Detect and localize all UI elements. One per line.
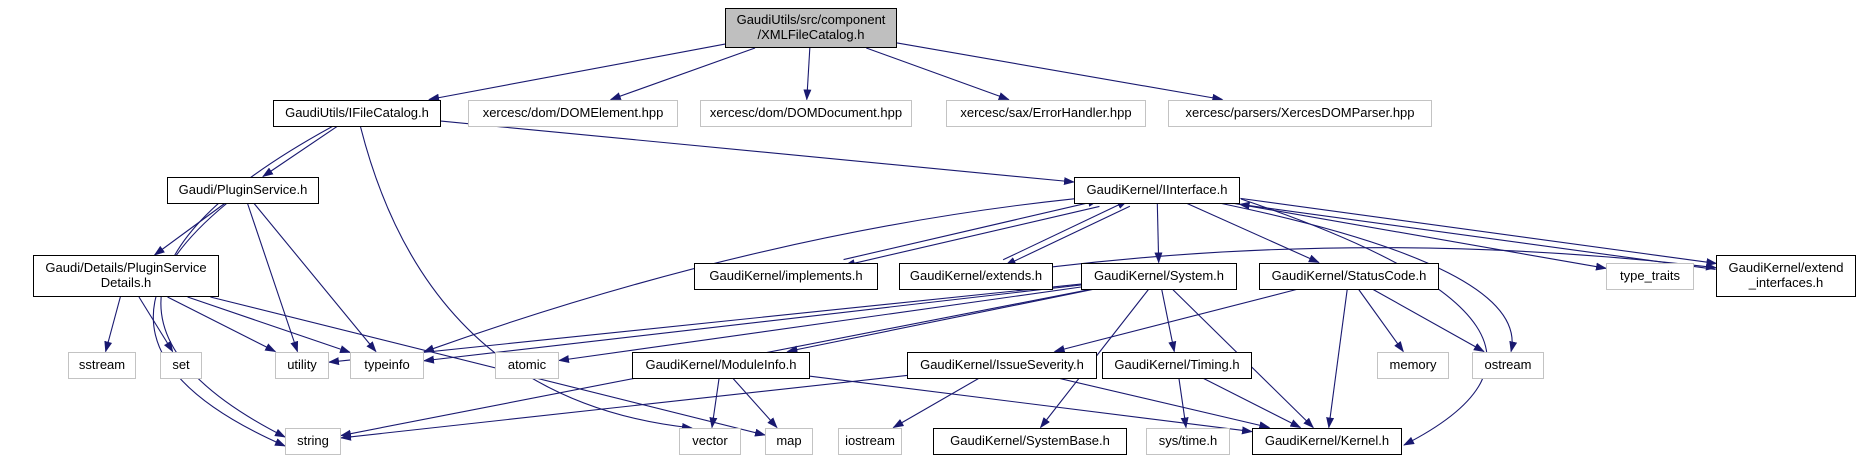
graph-node-sysb[interactable]: GaudiKernel/SystemBase.h: [933, 427, 1127, 455]
edge-issue-ios: [892, 378, 979, 428]
edge-exti-iint: [1238, 201, 1716, 270]
edge-sys-modi: [786, 288, 1093, 354]
graph-node-dome: xercesc/dom/DOMElement.hpp: [468, 99, 678, 127]
edge-iint-stat: [1186, 202, 1320, 264]
edge-stat-ost: [1372, 289, 1485, 352]
edge-issue-ker: [1059, 377, 1271, 430]
edge-ext-iint: [1002, 200, 1129, 261]
edge-iint-ttr: [1234, 202, 1607, 271]
edge-iint-tinfo: [423, 198, 1075, 353]
edge-det-sst: [104, 296, 121, 353]
edge-xml-domd: [803, 47, 812, 101]
graph-node-sst: sstream: [68, 351, 136, 379]
edge-det-map: [210, 296, 766, 437]
graph-node-ios: iostream: [838, 427, 902, 455]
edge-plug-util: [247, 203, 299, 353]
graph-node-tinfo: typeinfo: [350, 351, 424, 379]
edge-iint-ext: [1004, 205, 1131, 266]
graph-node-det[interactable]: Gaudi/Details/PluginService Details.h: [33, 255, 219, 297]
graph-node-stat[interactable]: GaudiKernel/StatusCode.h: [1259, 262, 1439, 290]
edge-iint-sys: [1154, 203, 1163, 264]
edge-ifc-vec: [359, 126, 693, 431]
edge-plug-det: [153, 203, 225, 256]
edge-sys-util: [328, 283, 1082, 366]
graph-node-ttr: type_traits: [1606, 262, 1694, 290]
graph-node-modi[interactable]: GaudiKernel/ModuleInfo.h: [632, 351, 810, 379]
edge-iint-impl: [843, 205, 1100, 268]
edge-stat-mem: [1358, 289, 1404, 353]
graph-node-util: utility: [275, 351, 329, 379]
graph-node-xml: GaudiUtils/src/component /XMLFileCatalog…: [725, 8, 897, 48]
graph-node-iint[interactable]: GaudiKernel/IInterface.h: [1074, 176, 1240, 204]
graph-node-errh: xercesc/sax/ErrorHandler.hpp: [946, 99, 1146, 127]
graph-node-map: map: [765, 427, 813, 455]
edge-iint-exti: [1240, 197, 1718, 267]
edge-modi-vec: [709, 378, 720, 429]
edge-tim-ker: [1203, 378, 1302, 428]
edge-issue-str: [340, 374, 908, 441]
graph-node-impl[interactable]: GaudiKernel/implements.h: [694, 262, 878, 290]
graph-node-vec: vector: [679, 427, 741, 455]
graph-node-xdp: xercesc/parsers/XercesDOMParser.hpp: [1168, 99, 1432, 127]
graph-node-sys[interactable]: GaudiKernel/System.h: [1081, 262, 1237, 290]
edge-iint-ker: [1240, 198, 1488, 446]
graph-node-ker[interactable]: GaudiKernel/Kernel.h: [1252, 427, 1402, 455]
edge-stat-ker: [1326, 289, 1348, 429]
edge-det-set: [138, 296, 174, 353]
graph-node-ost: ostream: [1472, 351, 1544, 379]
edge-det-util: [167, 296, 277, 352]
edge-sys-tinfo: [423, 284, 1082, 364]
graph-node-issue[interactable]: GaudiKernel/IssueSeverity.h: [907, 351, 1097, 379]
edge-impl-iint: [843, 198, 1100, 261]
edge-sys-tim: [1161, 289, 1177, 353]
edge-plug-tinfo: [253, 203, 377, 353]
edge-tim-syst: [1178, 378, 1189, 429]
graph-node-mem: memory: [1377, 351, 1449, 379]
graph-node-set: set: [160, 351, 202, 379]
graph-node-ext[interactable]: GaudiKernel/extends.h: [899, 262, 1053, 290]
graph-node-atom: atomic: [495, 351, 559, 379]
graph-node-ifc[interactable]: GaudiUtils/IFileCatalog.h: [273, 99, 441, 127]
edge-ext-exti: [1052, 247, 1717, 271]
edge-xml-dome: [609, 47, 756, 101]
graph-node-tim[interactable]: GaudiKernel/Timing.h: [1102, 351, 1252, 379]
graph-node-syst: sys/time.h: [1146, 427, 1230, 455]
graph-node-exti[interactable]: GaudiKernel/extend _interfaces.h: [1716, 255, 1856, 297]
edge-det-tinfo: [187, 296, 351, 353]
edge-sys-atom: [558, 286, 1082, 364]
edge-stat-issue: [1053, 288, 1297, 353]
edge-ifc-plug: [262, 126, 338, 178]
edge-xml-errh: [866, 47, 1010, 101]
edge-plug-str: [152, 203, 286, 447]
edge-modi-map: [732, 378, 778, 429]
graph-node-domd: xercesc/dom/DOMDocument.hpp: [700, 99, 912, 127]
graph-node-plug[interactable]: Gaudi/PluginService.h: [167, 176, 319, 204]
edge-iint-ost: [1221, 202, 1518, 353]
edge-modi-ker: [809, 375, 1253, 435]
edge-xml-ifc: [428, 43, 726, 102]
edge-xml-xdp: [896, 42, 1224, 102]
graph-node-str: string: [285, 427, 341, 455]
edge-ifc-iint: [440, 120, 1075, 186]
